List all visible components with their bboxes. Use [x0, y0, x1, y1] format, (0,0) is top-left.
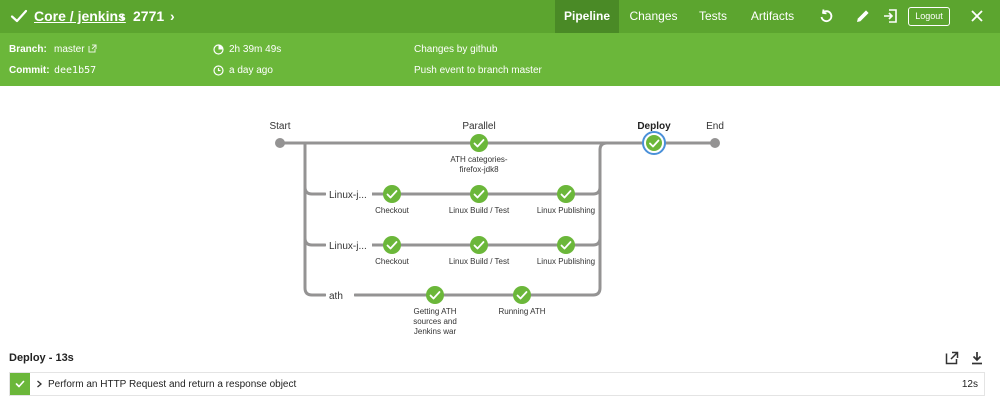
- check-icon: [560, 241, 572, 250]
- external-link-icon[interactable]: [88, 44, 97, 53]
- tab-changes[interactable]: Changes: [629, 9, 678, 23]
- lane-label-linux-1[interactable]: Linux-j...: [329, 190, 367, 201]
- stage-label: Checkout: [375, 257, 410, 266]
- stage-node-publishing-2[interactable]: [557, 236, 575, 254]
- step-status-success: [10, 373, 30, 395]
- branch-name[interactable]: master: [54, 44, 85, 55]
- end-node: [710, 138, 720, 148]
- stage-label: Checkout: [375, 206, 410, 215]
- success-check-icon: [10, 9, 28, 23]
- stage-label: Linux Build / Test: [449, 206, 510, 215]
- end-label: End: [706, 121, 724, 132]
- start-label: Start: [269, 121, 290, 132]
- duration-icon: [213, 44, 224, 55]
- chevron-right-icon[interactable]: [30, 379, 48, 389]
- stage-label: ATH categories-: [450, 155, 508, 164]
- branch-label: Branch:: [9, 44, 47, 55]
- go-to-classic-icon[interactable]: [881, 7, 899, 25]
- check-icon: [386, 190, 398, 199]
- rerun-icon[interactable]: [817, 7, 835, 25]
- stage-label: Linux Build / Test: [449, 257, 510, 266]
- check-icon: [473, 241, 485, 250]
- lane-label-bg: [326, 186, 372, 202]
- lane-label-ath[interactable]: ath: [329, 291, 343, 302]
- cause-text: Push event to branch master: [414, 65, 542, 76]
- run-number: 2771: [133, 8, 165, 24]
- check-icon: [429, 291, 441, 300]
- check-icon: [386, 241, 398, 250]
- logout-button[interactable]: Logout: [908, 7, 950, 26]
- stage-label: Jenkins war: [414, 327, 457, 336]
- changes-text: Changes by github: [414, 44, 498, 55]
- stage-label: Running ATH: [499, 307, 546, 316]
- tab-pipeline[interactable]: Pipeline: [555, 0, 619, 33]
- lane-label-bg: [326, 287, 354, 303]
- stage-node-running-ath[interactable]: [513, 286, 531, 304]
- clock-icon: [213, 65, 224, 76]
- stage-label: firefox-jdk8: [459, 165, 499, 174]
- log-step-row[interactable]: Perform an HTTP Request and return a res…: [9, 372, 985, 396]
- check-icon: [15, 380, 25, 388]
- duration-value: 2h 39m 49s: [229, 44, 282, 55]
- stage-node-publishing-1[interactable]: [557, 185, 575, 203]
- commit-hash[interactable]: dee1b57: [54, 65, 97, 76]
- step-description: Perform an HTTP Request and return a res…: [48, 378, 297, 390]
- deploy-stage-label: Deploy: [637, 121, 671, 132]
- close-icon[interactable]: [968, 7, 986, 25]
- stage-node-checkout-1[interactable]: [383, 185, 401, 203]
- tab-artifacts[interactable]: Artifacts: [750, 9, 795, 23]
- lane-label-bg: [326, 237, 372, 253]
- next-run-button[interactable]: ›: [170, 8, 175, 24]
- check-icon: [560, 190, 572, 199]
- lane-label-linux-2[interactable]: Linux-j...: [329, 241, 367, 252]
- branch-value[interactable]: master: [54, 44, 97, 55]
- commit-label: Commit:: [9, 65, 50, 76]
- pipeline-graph: Start End Parallel Deploy Linux-j... Lin…: [0, 86, 1000, 348]
- check-icon: [516, 291, 528, 300]
- top-bar: Core / jenkins ‹ 2771 › Pipeline Changes…: [0, 0, 1000, 33]
- stage-label: sources and: [413, 317, 457, 326]
- parallel-stage-label: Parallel: [462, 121, 495, 132]
- stage-label: Linux Publishing: [537, 206, 595, 215]
- stage-node-getting-ath[interactable]: [426, 286, 444, 304]
- download-icon[interactable]: [969, 350, 985, 366]
- tab-tests[interactable]: Tests: [698, 9, 727, 23]
- step-duration: 12s: [961, 378, 978, 390]
- edit-pencil-icon[interactable]: [854, 7, 872, 25]
- check-icon: [473, 139, 485, 148]
- check-icon: [473, 190, 485, 199]
- open-in-new-window-icon[interactable]: [944, 350, 960, 366]
- log-title: Deploy - 13s: [9, 352, 74, 364]
- stage-node-deploy[interactable]: [642, 131, 666, 155]
- run-info-bar: Branch: master Commit: dee1b57 2h 39m 49…: [0, 33, 1000, 86]
- previous-run-button[interactable]: ‹: [120, 8, 125, 24]
- pipeline-title-link[interactable]: Core / jenkins: [34, 8, 126, 24]
- stage-node-ath-categories[interactable]: [470, 134, 488, 152]
- stage-node-build-2[interactable]: [470, 236, 488, 254]
- stage-node-build-1[interactable]: [470, 185, 488, 203]
- time-ago-value: a day ago: [229, 65, 273, 76]
- stage-label: Getting ATH: [414, 307, 457, 316]
- pipeline-graph-svg: Start End Parallel Deploy Linux-j... Lin…: [269, 121, 724, 336]
- start-node: [275, 138, 285, 148]
- pipeline-connectors: [278, 141, 717, 297]
- stage-label: Linux Publishing: [537, 257, 595, 266]
- check-icon: [649, 139, 660, 148]
- stage-node-checkout-2[interactable]: [383, 236, 401, 254]
